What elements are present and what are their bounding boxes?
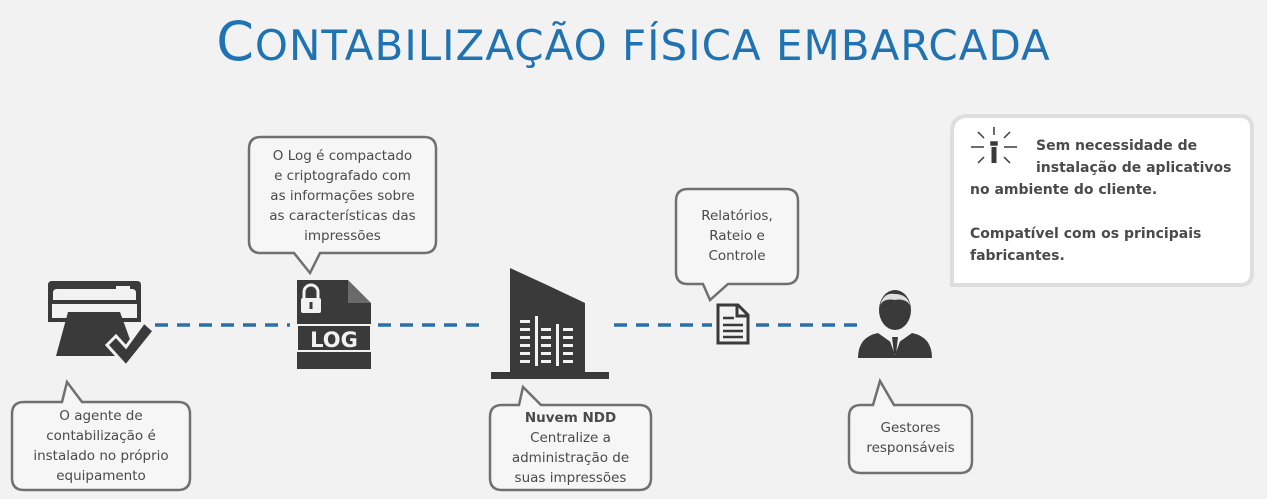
cloud-line: Nuvem NDD xyxy=(524,410,617,426)
bubble-reports xyxy=(674,187,800,303)
bubble-cloud xyxy=(488,384,653,492)
info-text: Sem necessidade de instalação de aplicat… xyxy=(970,135,1250,267)
bubble-log-text: O Log é compactado e criptografado com a… xyxy=(249,146,436,246)
title-rest: ONTABILIZAÇÃO FÍSICA EMBARCADA xyxy=(254,21,1051,70)
agent-line: O agente de xyxy=(59,408,143,424)
log-line: as informações sobre xyxy=(270,188,415,204)
bubble-reports-text: Relatórios, Rateio e Controle xyxy=(676,206,798,266)
bubble-agent-text: O agente de contabilização é instalado n… xyxy=(12,406,190,486)
agent-line: instalado no próprio xyxy=(33,448,169,464)
bubble-agent xyxy=(10,379,192,492)
cloud-line: Centralize a xyxy=(530,430,611,446)
log-line: as características das xyxy=(269,208,416,224)
info-line-5: fabricantes. xyxy=(970,248,1065,264)
reports-line: Controle xyxy=(708,248,766,264)
locked-log-file-icon: LOG xyxy=(297,280,371,369)
log-line: O Log é compactado xyxy=(272,148,413,164)
managers-line: responsáveis xyxy=(866,440,955,456)
agent-line: equipamento xyxy=(56,468,146,484)
log-line: impressões xyxy=(304,228,381,244)
reports-line: Relatórios, xyxy=(701,208,773,224)
bubble-cloud-text: Nuvem NDD Centralize a administração de … xyxy=(490,408,651,488)
manager-person-icon xyxy=(858,290,932,358)
bubble-log xyxy=(247,135,438,276)
cloud-building-icon xyxy=(491,268,609,379)
page-title: CONTABILIZAÇÃO FÍSICA EMBARCADA xyxy=(0,10,1267,73)
info-line-3: no ambiente do cliente. xyxy=(970,182,1158,198)
info-line-2: instalação de aplicativos xyxy=(1036,160,1232,176)
info-line-4: Compatível com os principais xyxy=(970,226,1202,242)
agent-line: contabilização é xyxy=(46,428,156,444)
info-box xyxy=(950,114,1254,287)
cloud-line: administração de xyxy=(511,450,630,466)
info-icon xyxy=(971,127,1017,164)
log-label: LOG xyxy=(310,328,358,352)
reports-line: Rateio e xyxy=(709,228,765,244)
bubble-managers xyxy=(847,377,974,475)
title-first-letter: C xyxy=(216,10,255,73)
cloud-line: suas impressões xyxy=(514,470,627,486)
info-line-1: Sem necessidade de xyxy=(1036,138,1198,154)
bubble-managers-text: Gestores responsáveis xyxy=(849,418,972,458)
document-icon xyxy=(716,303,750,345)
log-line: e criptografado com xyxy=(274,168,411,184)
printer-check-icon xyxy=(48,281,157,369)
managers-line: Gestores xyxy=(880,420,941,436)
